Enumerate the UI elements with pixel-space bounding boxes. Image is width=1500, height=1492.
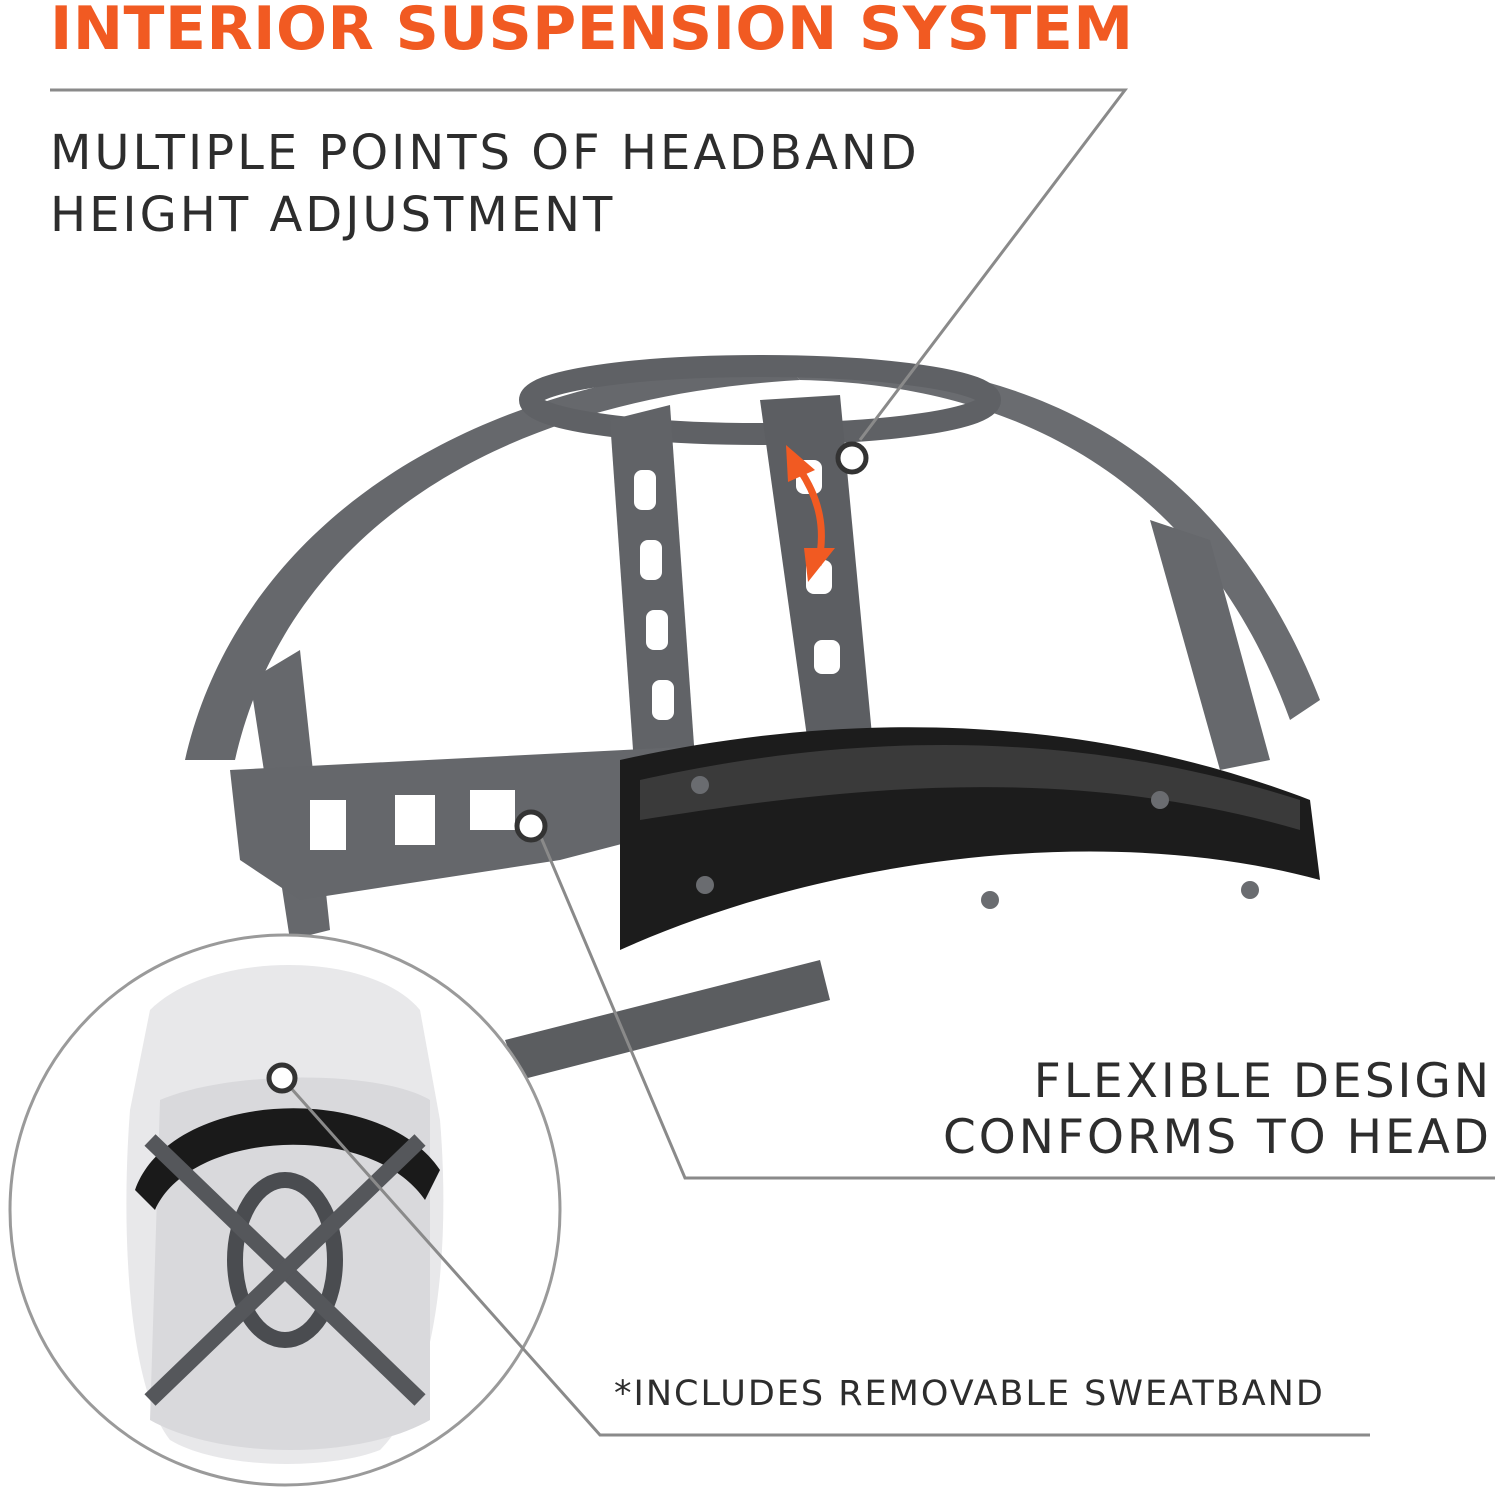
sweatband-foam <box>640 745 1300 830</box>
callout-flexible-line1: FLEXIBLE DESIGN <box>1033 1054 1492 1109</box>
strap-slot <box>652 680 674 720</box>
side-band-slot <box>470 790 515 830</box>
leader-line-height <box>50 88 1129 475</box>
callout-flexible-line2: CONFORMS TO HEAD <box>942 1110 1492 1165</box>
leader-line-sweatband <box>266 1062 1370 1437</box>
keyhole-peg <box>981 891 999 909</box>
keyhole-peg <box>691 776 709 794</box>
crown-arc-right <box>780 359 1320 720</box>
nape-strap <box>505 960 830 1080</box>
callout-height-line2: HEIGHT ADJUSTMENT <box>50 187 616 243</box>
crown-top-ring <box>519 355 1001 445</box>
strap-slot <box>640 540 662 580</box>
leader-line-flexible <box>514 809 1495 1180</box>
strap-front <box>760 395 880 830</box>
side-band-slot <box>310 800 346 850</box>
page-title: INTERIOR SUSPENSION SYSTEM <box>50 0 1134 64</box>
keyhole-peg <box>1241 881 1259 899</box>
callout-height-line1: MULTIPLE POINTS OF HEADBAND <box>50 125 920 181</box>
callout-height-adjustment: MULTIPLE POINTS OF HEADBAND HEIGHT ADJUS… <box>50 122 920 246</box>
crown-arc-left <box>185 360 800 760</box>
inset-sweatband <box>135 1108 440 1210</box>
double-arrow-icon <box>786 445 835 582</box>
strap-slot <box>634 470 656 510</box>
helmet-inset <box>8 933 562 1487</box>
keyhole-peg <box>696 876 714 894</box>
strap-slot <box>814 640 840 674</box>
inset-crown-ring <box>227 1172 343 1348</box>
strap-slot <box>646 610 668 650</box>
keyhole-peg <box>1151 791 1169 809</box>
callout-flexible-design: FLEXIBLE DESIGN CONFORMS TO HEAD <box>943 1054 1492 1166</box>
callout-sweatband: *INCLUDES REMOVABLE SWEATBAND <box>614 1374 1325 1414</box>
side-band-slot <box>395 795 435 845</box>
strap-side-right <box>1150 520 1270 770</box>
suspension-cradle <box>185 355 1320 1080</box>
